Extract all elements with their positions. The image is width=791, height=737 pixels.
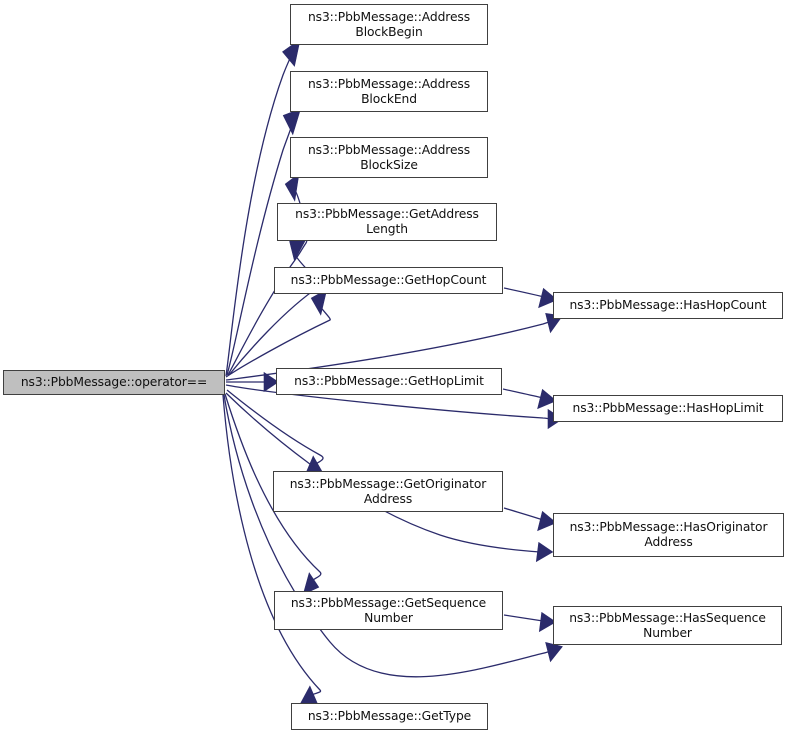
arrowhead-icon [535, 541, 554, 563]
graph-node-label: ns3::PbbMessage::GetOriginator Address [289, 476, 487, 506]
graph-node-label: ns3::PbbMessage::GetHopLimit [294, 374, 484, 388]
graph-node-get-hop-count[interactable]: ns3::PbbMessage::GetHopCount [274, 267, 503, 294]
graph-node-address-block-begin[interactable]: ns3::PbbMessage::Address BlockBegin [290, 4, 488, 45]
graph-node-label: ns3::PbbMessage::HasHopCount [569, 298, 767, 312]
graph-node-label: ns3::PbbMessage::HasHopLimit [572, 401, 764, 415]
edge-get-hop-count-to-has-hop-count [503, 287, 558, 309]
edge-line [225, 392, 541, 553]
edge-operator-eq-to-has-sequence-number [223, 394, 563, 678]
edge-get-sequence-number-to-has-sequence-number [503, 611, 557, 633]
graph-node-has-sequence-number[interactable]: ns3::PbbMessage::HasSequence Number [553, 606, 782, 645]
arrowhead-icon [537, 388, 557, 410]
graph-node-label: ns3::PbbMessage::GetType [307, 709, 472, 723]
graph-node-get-sequence-number[interactable]: ns3::PbbMessage::GetSequence Number [274, 591, 503, 630]
graph-node-has-hop-limit[interactable]: ns3::PbbMessage::HasHopLimit [553, 395, 783, 422]
edge-line [225, 302, 331, 378]
edge-line [502, 388, 544, 399]
edge-line [222, 394, 322, 697]
edge-line [503, 614, 544, 622]
edge-operator-eq-to-get-hop-limit [226, 371, 279, 393]
arrowhead-icon [289, 237, 307, 262]
arrowhead-icon [538, 611, 557, 633]
graph-node-get-originator-address[interactable]: ns3::PbbMessage::GetOriginator Address [273, 471, 503, 512]
edge-operator-eq-to-get-hop-count [225, 288, 331, 378]
arrowhead-icon [537, 510, 557, 532]
graph-node-get-type[interactable]: ns3::PbbMessage::GetType [291, 703, 488, 730]
graph-node-label: ns3::PbbMessage::GetSequence Number [290, 595, 487, 625]
edge-get-hop-limit-to-has-hop-limit [502, 388, 557, 410]
arrowhead-icon [302, 572, 320, 595]
graph-node-has-originator-address[interactable]: ns3::PbbMessage::HasOriginator Address [553, 513, 784, 557]
arrowhead-icon [538, 287, 558, 309]
edge-operator-eq-to-get-sequence-number [224, 393, 322, 595]
edge-operator-eq-to-has-originator-address [225, 392, 554, 563]
arrowhead-icon [282, 38, 301, 67]
edge-operator-eq-to-address-block-begin [225, 38, 301, 377]
arrowhead-icon [284, 172, 300, 202]
edge-line [503, 287, 545, 298]
graph-node-label: ns3::PbbMessage::GetAddress Length [295, 207, 479, 236]
graph-node-get-hop-limit[interactable]: ns3::PbbMessage::GetHopLimit [276, 368, 502, 395]
graph-node-label: ns3::PbbMessage::HasSequence Number [569, 610, 766, 640]
edge-line [223, 394, 552, 678]
graph-node-label: ns3::PbbMessage::HasOriginator Address [569, 520, 768, 549]
edge-line [225, 384, 553, 420]
edge-get-originator-address-to-has-originator-address [503, 507, 557, 532]
edge-line [226, 389, 324, 466]
arrowhead-icon [545, 641, 563, 663]
edge-line [503, 507, 544, 521]
graph-node-label: ns3::PbbMessage::GetHopCount [290, 273, 487, 287]
graph-node-label: ns3::PbbMessage::operator== [20, 375, 208, 389]
arrowhead-icon [282, 108, 302, 136]
edge-line [224, 393, 322, 584]
graph-node-has-hop-count[interactable]: ns3::PbbMessage::HasHopCount [553, 292, 783, 319]
graph-node-get-address-length[interactable]: ns3::PbbMessage::GetAddress Length [277, 203, 497, 241]
graph-node-label: ns3::PbbMessage::Address BlockBegin [307, 9, 471, 39]
graph-node-address-block-end[interactable]: ns3::PbbMessage::Address BlockEnd [290, 71, 488, 112]
edge-line [226, 115, 296, 376]
graph-node-label: ns3::PbbMessage::Address BlockEnd [307, 76, 471, 106]
graph-node-label: ns3::PbbMessage::Address BlockSize [307, 142, 471, 172]
edge-operator-eq-to-get-originator-address [226, 389, 324, 475]
graph-node-operator-eq[interactable]: ns3::PbbMessage::operator== [3, 370, 225, 395]
arrowhead-icon [263, 371, 279, 393]
edge-operator-eq-to-address-block-end [226, 108, 302, 376]
arrowhead-icon [299, 685, 318, 705]
graph-node-address-block-size[interactable]: ns3::PbbMessage::Address BlockSize [290, 137, 488, 178]
